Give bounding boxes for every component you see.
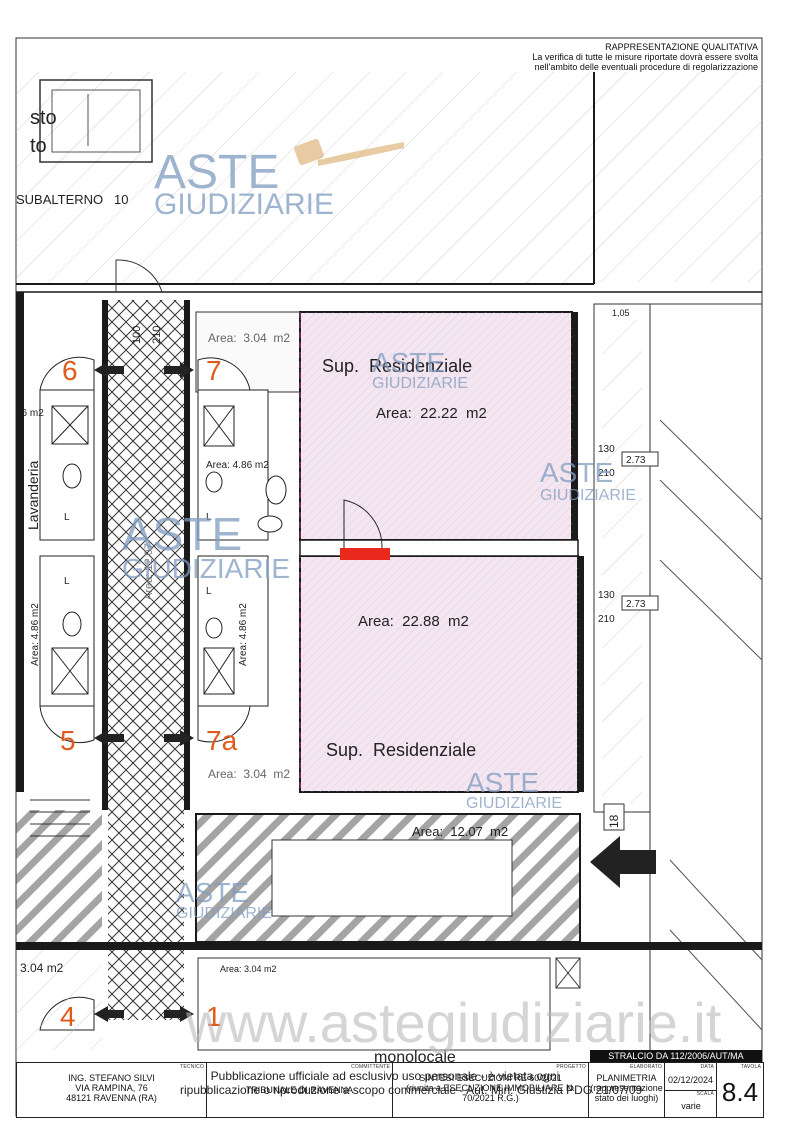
area-top-corridor: Area: 3.04 m2 (208, 331, 290, 345)
room-number-5: 5 (60, 725, 76, 756)
data-cell: DATA 02/12/2024 SCALA varie (665, 1063, 717, 1117)
title-block: TECNICO ING. STEFANO SILVI VIA RAMPINA, … (16, 1062, 764, 1118)
tecnico-cell: TECNICO ING. STEFANO SILVI VIA RAMPINA, … (17, 1063, 207, 1117)
tecnico-label: TECNICO (180, 1064, 204, 1070)
tavola-label: TAVOLA (740, 1064, 761, 1070)
room-number-7: 7 (206, 355, 222, 386)
tecnico-city: 48121 RAVENNA (RA) (66, 1093, 157, 1103)
watermark-aste-6: ASTE (176, 877, 249, 908)
arrows (94, 362, 656, 1022)
dim-130-a: 130 (598, 444, 615, 455)
area-22-22: Area: 22.22 m2 (376, 405, 487, 422)
watermark-aste-5: ASTE (466, 767, 539, 798)
watermark-site: www.astegiudiziarie.it (185, 991, 722, 1054)
watermark-giudiziarie-4: GIUDIZIARIE (540, 487, 636, 504)
subalterno-label: SUBALTERNO 10 (16, 192, 128, 207)
corridor-area-vertical: Area: 12.07 (143, 543, 155, 600)
committente-label: COMMITTENTE (351, 1064, 390, 1070)
sink-l-1: L (64, 512, 70, 523)
data-label: DATA (700, 1064, 714, 1070)
area-4-86-right: Area: 4.86 m2 (206, 460, 269, 471)
area-3-04-small: Area: 3.04 m2 (220, 964, 277, 974)
elaborato-line-2: (rappresentazione (590, 1083, 663, 1093)
lavanderia-label: Lavanderia (25, 461, 41, 530)
watermark-aste-2: ASTE (122, 508, 242, 560)
extract-header: STRALCIO DA 112/2006/AUT/MA (590, 1050, 762, 1062)
watermark-giudiziarie-3: GIUDIZIARIE (372, 375, 468, 392)
watermark-aste-4: ASTE (540, 457, 613, 488)
elaborato-line-3: stato dei luoghi) (594, 1093, 659, 1103)
dim-273-b: 2.73 (626, 599, 646, 610)
committente-cell: COMMITTENTE TRIBUNALE DI RAVENNA (207, 1063, 393, 1117)
area-bottom-corridor: Area: 3.04 m2 (208, 767, 290, 781)
watermark-giudiziarie-1: GIUDIZIARIE (154, 188, 334, 221)
monolocale-label: monolocale (374, 1049, 456, 1066)
watermark-giudiziarie-5: GIUDIZIARIE (466, 795, 562, 812)
central-corridor (108, 300, 184, 1020)
dim-273-a: 2.73 (626, 455, 646, 466)
qualitative-notice: RAPPRESENTAZIONE QUALITATIVA La verifica… (532, 42, 758, 72)
bathroom-blocks (39, 389, 287, 707)
dim-210-a: 210 (598, 468, 615, 479)
sink-l-3: L (206, 512, 212, 523)
tecnico-name: ING. STEFANO SILVI (68, 1073, 155, 1083)
elaborato-label: ELABORATO (630, 1064, 662, 1070)
entry-door-arc (115, 259, 163, 293)
progetto-line-2: (riunita a ESECUZIONE IMMOBILIARE N. (405, 1083, 576, 1093)
tavola-value: 8.4 (721, 1077, 759, 1107)
room-number-6: 6 (62, 355, 78, 386)
dim-210-b: 210 (598, 614, 615, 625)
watermark-aste-1: ASTE (154, 146, 279, 199)
progetto-line-1: SINTESI ESECUZIONI RE 60/2021 (419, 1073, 562, 1083)
scala-label: SCALA (696, 1091, 714, 1097)
committente-value: TRIBUNALE DI RAVENNA (245, 1085, 354, 1095)
dim-105: 1,05 (612, 308, 630, 318)
progetto-line-3: 70/2021 R.G.) (462, 1093, 519, 1103)
room-number-4: 4 (60, 1001, 76, 1032)
sink-l-2: L (64, 576, 70, 587)
posto-label-2: to (30, 135, 47, 157)
gavel-icon (294, 139, 404, 166)
progetto-cell: PROGETTO SINTESI ESECUZIONI RE 60/2021 (… (393, 1063, 589, 1117)
tecnico-address: VIA RAMPINA, 76 (75, 1083, 148, 1093)
right-external-area (594, 72, 762, 282)
area-3-04-left: 3.04 m2 (20, 961, 64, 975)
publication-line-2: ripubblicazione o riproduzione a scopo c… (180, 1083, 643, 1097)
data-value: 02/12/2024 (667, 1075, 714, 1085)
area-4-86-mid: Area: 4.86 m2 (238, 603, 249, 666)
room-number-7a: 7a (206, 725, 238, 756)
elaborato-cell: ELABORATO PLANIMETRIA (rappresentazione … (589, 1063, 665, 1117)
posto-label-1: sto (30, 107, 57, 129)
car-symbol (39, 79, 153, 163)
notice-title: RAPPRESENTAZIONE QUALITATIVA (605, 42, 758, 52)
door-height: 210 (151, 326, 163, 344)
room-number-1: 1 (206, 1001, 222, 1032)
dim-130-b: 130 (598, 590, 615, 601)
sup-residenziale-top: Sup. Residenziale (322, 356, 472, 376)
unit-number-18: 18 (607, 814, 621, 828)
progetto-label: PROGETTO (556, 1064, 586, 1070)
watermark-aste-3: ASTE (372, 347, 445, 378)
scala-value: varie (681, 1101, 701, 1111)
sink-l-4: L (206, 586, 212, 597)
notice-line-3: nell'ambito delle eventuali procedure di… (534, 62, 758, 72)
garage-area (16, 72, 594, 284)
watermark-giudiziarie-2: GIUDIZIARIE (122, 553, 290, 584)
door-width: 100 (131, 326, 143, 344)
area-22-88: Area: 22.88 m2 (358, 613, 469, 630)
door-marker (340, 548, 390, 560)
area-12-07: Area: 12.07 m2 (412, 824, 508, 839)
area-4-86-left: Area: 4.86 m2 (30, 603, 41, 666)
publication-watermark: Pubblicazione ufficiale ad esclusivo uso… (180, 1069, 643, 1097)
notice-line-2: La verifica di tutte le misure riportate… (532, 52, 758, 62)
elaborato-line-1: PLANIMETRIA (596, 1073, 657, 1083)
area-86-left: 86 m2 (16, 408, 44, 419)
sup-residenziale-bottom: Sup. Residenziale (326, 740, 476, 760)
tavola-cell: TAVOLA 8.4 (717, 1063, 763, 1117)
east-external (649, 303, 763, 1061)
publication-line-1: Pubblicazione ufficiale ad esclusivo uso… (210, 1069, 560, 1083)
watermark-giudiziarie-6: GIUDIZIARIE (176, 905, 272, 922)
